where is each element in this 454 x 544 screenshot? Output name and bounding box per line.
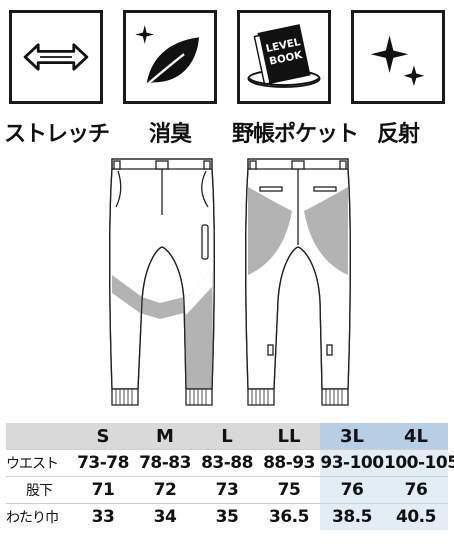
feature-label: 反射: [376, 122, 420, 147]
table-cell: 73-78: [72, 449, 134, 477]
table-cell: 100-105: [384, 449, 454, 477]
table-cell: 38.5: [320, 503, 384, 530]
feature-stretch: ストレッチ: [4, 10, 110, 148]
table-cell: 73: [196, 476, 258, 504]
pants-back-view: [245, 158, 351, 406]
table-cell: 88-93: [258, 449, 320, 477]
table-row: わたり巾 33 34 35 36.5 38.5 40.5: [6, 503, 448, 530]
level-book-icon: LEVEL BOOK: [237, 10, 331, 104]
table-cell: 35: [196, 503, 258, 530]
table-cell: 78-83: [134, 449, 196, 477]
size-header: 4L: [384, 423, 448, 450]
feature-label: ストレッチ: [4, 122, 110, 147]
size-header: S: [72, 423, 134, 450]
table-cell: 72: [134, 476, 196, 504]
table-cell: 34: [134, 503, 196, 530]
table-cell: 71: [72, 476, 134, 504]
size-table: S M L LL 3L 4L ウエスト 73-78 78-83 83-88 88…: [6, 423, 454, 530]
size-header: 3L: [320, 423, 384, 450]
table-corner: [6, 423, 72, 450]
table-row: 股下 71 72 73 75 76 76: [6, 476, 448, 504]
table-cell: 76: [320, 476, 384, 504]
table-cell: 40.5: [384, 503, 448, 530]
leaf-icon: [123, 10, 217, 104]
row-label: ウエスト: [6, 449, 72, 477]
sparkle-icon: [351, 10, 445, 104]
table-row: ウエスト 73-78 78-83 83-88 88-93 93-100 100-…: [6, 449, 454, 477]
size-header: L: [196, 423, 258, 450]
feature-deodorant: 消臭: [118, 10, 222, 148]
feature-label: 野帳ポケット: [232, 122, 359, 147]
table-cell: 75: [258, 476, 320, 504]
table-cell: 83-88: [196, 449, 258, 477]
feature-reflective: 反射: [346, 10, 450, 148]
feature-levelbook-pocket: LEVEL BOOK 野帳ポケット: [232, 10, 359, 148]
feature-label: 消臭: [148, 122, 192, 147]
size-header: LL: [258, 423, 320, 450]
table-cell: 36.5: [258, 503, 320, 530]
stretch-arrows-icon: [9, 10, 103, 104]
table-cell: 76: [384, 476, 448, 504]
size-header-row: S M L LL 3L 4L: [6, 423, 448, 450]
pants-front-view: [109, 158, 215, 406]
size-header: M: [134, 423, 196, 450]
table-cell: 93-100: [320, 449, 384, 477]
pants-illustration: [109, 158, 351, 406]
row-label: 股下: [6, 476, 72, 504]
table-cell: 33: [72, 503, 134, 530]
row-label: わたり巾: [6, 503, 72, 530]
